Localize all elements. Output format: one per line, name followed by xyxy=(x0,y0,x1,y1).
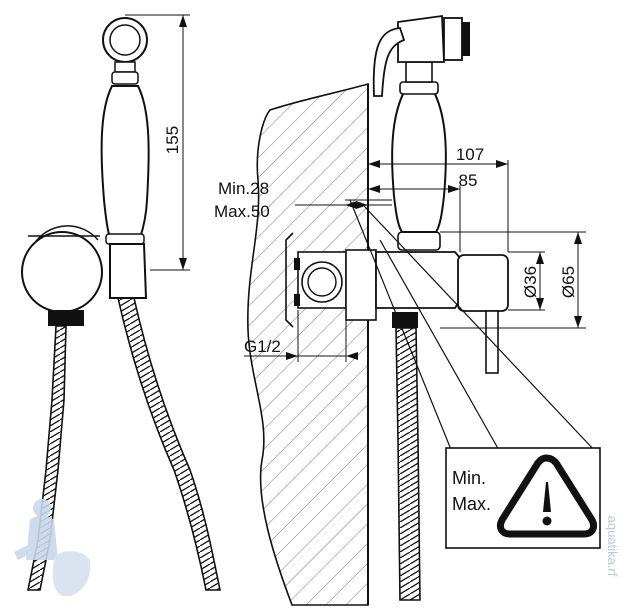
thread-label: G1/2 xyxy=(244,337,281,356)
wall-holder xyxy=(109,243,148,299)
hose-left xyxy=(27,325,67,591)
watermark-text: aquatika.rf xyxy=(605,516,620,577)
valve-body xyxy=(375,251,461,309)
wall-section xyxy=(247,82,369,606)
callout-min-label: Min. xyxy=(452,468,486,488)
height-dimension-label: 155 xyxy=(163,126,182,154)
handset-handle-side xyxy=(391,91,447,233)
warning-triangle-icon xyxy=(496,454,598,538)
overall-depth-label: 107 xyxy=(456,145,484,164)
watermark: aquatika.rf xyxy=(14,499,620,596)
hanger-ring-inner xyxy=(109,24,141,56)
wall-min-label: Min.28 xyxy=(218,179,269,198)
body-cap xyxy=(457,254,509,312)
side-view: 107 85 Min.28 Max.50 G1/2 Ø36 Ø65 M xyxy=(214,14,601,606)
callout-max-label: Max. xyxy=(452,494,491,514)
trigger-lever xyxy=(372,27,406,97)
plumber-logo-icon xyxy=(14,499,91,596)
front-view: 155 xyxy=(21,14,221,591)
wall-max-label: Max.50 xyxy=(214,202,270,221)
hose-right xyxy=(116,297,221,591)
small-diameter-label: Ø36 xyxy=(521,266,540,298)
handset-handle xyxy=(100,85,150,239)
body-depth-label: 85 xyxy=(459,171,478,190)
spray-head xyxy=(397,14,445,63)
inlet-circle-inner xyxy=(307,267,337,297)
hose-side xyxy=(395,327,421,601)
large-diameter-label: Ø65 xyxy=(559,266,578,298)
